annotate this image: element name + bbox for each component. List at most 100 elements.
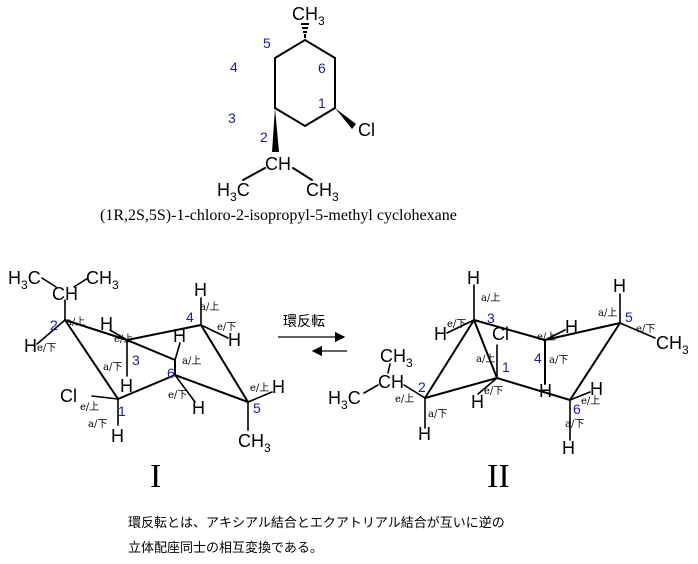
chair-ii-lbl-c4-e: e/上 <box>537 331 556 343</box>
chair-ii-h-c6a: H <box>562 438 575 458</box>
chair-i-c3-h-e <box>109 329 128 341</box>
chair-i-bond-2-1 <box>64 319 119 400</box>
chair-i-ch3-c5: CH3 <box>238 431 271 455</box>
top-structure: CH3 Cl CH H3C CH3 1 2 3 4 5 6 (1R,2S,5S)… <box>100 4 457 224</box>
chair-i-h3c: H3C <box>8 268 41 292</box>
chair-i-bond-6-5 <box>174 374 249 403</box>
chair-ii-c1-h <box>477 377 498 395</box>
chair-ii-c4-h-e <box>544 329 566 341</box>
chair-i-ipr-right <box>73 277 89 288</box>
chair-i-c1-cl <box>91 395 119 400</box>
chair-i-lbl-c5-e: e/上 <box>250 382 269 394</box>
chair-i-c4-h-e <box>200 324 229 339</box>
chair-i-bond-4-5 <box>200 324 249 403</box>
chair-ii-bond-4-3 <box>473 319 546 341</box>
chair-ii-bond-3-1 <box>473 319 498 379</box>
chair-i-h-c4e: H <box>228 330 241 350</box>
chair-ii-bond-2-3 <box>424 319 475 399</box>
top-hashed-wedge <box>301 23 309 38</box>
top-num-5: 5 <box>263 35 271 51</box>
chair-i-num-5: 5 <box>253 400 261 416</box>
chair-ii-h-c3e: H <box>434 324 447 344</box>
chair-ii-lbl-c6-a: a/下 <box>565 419 584 430</box>
chair-i: H3C CH3 CH H H H H H H H H CH3 Cl H 1 2 … <box>8 268 285 495</box>
chair-ii-ch3-top: CH3 <box>380 346 413 370</box>
chair-i-lbl-c4-e: e/下 <box>217 322 236 333</box>
chair-ii-num-5: 5 <box>625 309 633 325</box>
chair-ii: H H Cl H H H H CH3 H H H CH CH3 H3C 1 2 … <box>328 268 689 495</box>
chair-i-h-c1: H <box>111 426 124 446</box>
chair-i-h-c2: H <box>24 336 37 356</box>
chair-ii-c2-ipr <box>403 384 426 399</box>
chair-ii-lbl-c1-a: a/上 <box>476 353 495 365</box>
chair-i-num-1: 1 <box>118 403 126 419</box>
chair-i-lbl-c4-a: a/上 <box>200 301 219 313</box>
chair-i-lbl-c2-e: e/下 <box>37 343 56 354</box>
chair-ii-label: II <box>487 458 510 495</box>
top-num-2: 2 <box>260 129 268 145</box>
chair-i-ch: CH <box>52 284 78 304</box>
chair-i-h-c6a: H <box>173 326 186 346</box>
chair-ii-bond-1-6 <box>496 377 571 401</box>
top-bond-left <box>242 167 266 181</box>
chair-ii-c5-ch3 <box>619 322 656 339</box>
chair-ii-num-4: 4 <box>534 350 542 366</box>
top-cl-label: Cl <box>358 120 375 140</box>
chair-ii-h-c4e: H <box>565 317 578 337</box>
footer-line-2: 立体配座同士の相互変換である。 <box>128 540 323 556</box>
chair-i-lbl-c1-a: a/下 <box>88 419 107 430</box>
top-h3c-label: H3C <box>217 180 250 204</box>
top-ring <box>274 38 336 128</box>
chair-ii-lbl-c2-a: a/下 <box>428 409 447 420</box>
chair-ii-lbl-c3-e: e/下 <box>447 319 466 330</box>
chair-i-h-c6e: H <box>192 398 205 418</box>
chair-ii-num-1: 1 <box>502 359 510 375</box>
chair-ii-lbl-c1-e: e/下 <box>484 386 503 397</box>
top-num-1: 1 <box>318 95 326 111</box>
chair-ii-bond-2-1 <box>424 377 498 399</box>
chair-ii-ipr-left <box>363 384 379 394</box>
chair-ii-ipr-up <box>387 363 391 374</box>
chair-i-bond-1-6 <box>117 374 176 400</box>
chair-ii-num-2: 2 <box>418 379 426 395</box>
top-methyl-label: CH3 <box>292 4 325 28</box>
ring-flip-label: 環反転 <box>283 314 325 330</box>
chair-ii-lbl-c6-e: e/上 <box>581 395 600 407</box>
chair-i-lbl-c6-e: e/下 <box>168 390 187 401</box>
chair-i-lbl-c6-a: a/上 <box>182 355 201 367</box>
chair-ii-lbl-c2-e: e/上 <box>395 393 414 405</box>
chair-ii-h-c1: H <box>471 392 484 412</box>
chair-ii-h-c5: H <box>613 276 626 296</box>
top-num-4: 4 <box>230 59 238 75</box>
chair-i-ch3-top: CH3 <box>86 268 119 292</box>
chair-ii-h-c4a: H <box>539 381 552 401</box>
chair-ii-lbl-c5-e: e/下 <box>636 324 655 335</box>
chair-i-bond-3-4 <box>126 324 202 341</box>
top-ipr-ch-label: CH <box>265 154 291 174</box>
chair-i-h-c5: H <box>272 377 285 397</box>
ring-flip-arrows: 環反転 <box>278 314 347 357</box>
chair-i-label: I <box>150 458 161 495</box>
chair-i-lbl-c3-a: a/下 <box>103 362 122 373</box>
chair-i-c6-h-a <box>174 342 181 361</box>
chair-i-num-4: 4 <box>186 309 194 325</box>
chair-i-num-2: 2 <box>50 317 58 333</box>
chair-i-num-6: 6 <box>167 365 175 381</box>
footer-text: 環反転とは、アキシアル結合とエクアトリアル結合が互いに逆の 立体配座同士の相互変… <box>128 515 505 556</box>
chair-ii-h-c3a: H <box>467 268 480 288</box>
chair-ii-lbl-c3-a: a/上 <box>481 292 500 304</box>
top-bond-right <box>292 167 313 181</box>
chair-i-h-c3a: H <box>120 376 133 396</box>
chair-ii-c3-h-e <box>446 319 475 334</box>
chair-i-h-c3e: H <box>100 314 113 334</box>
chair-i-lbl-c1-e: e/上 <box>80 401 99 413</box>
chair-ii-h-c2: H <box>418 424 431 444</box>
top-ch3-label: CH3 <box>306 180 339 204</box>
chair-i-num-3: 3 <box>132 352 140 368</box>
chair-i-c6-h-e <box>174 374 196 403</box>
chair-ii-ch: CH <box>378 372 404 392</box>
chair-ii-bond-6-5 <box>569 322 621 401</box>
chair-i-h-c4a: H <box>194 280 207 300</box>
chair-ii-num-3: 3 <box>487 310 495 326</box>
